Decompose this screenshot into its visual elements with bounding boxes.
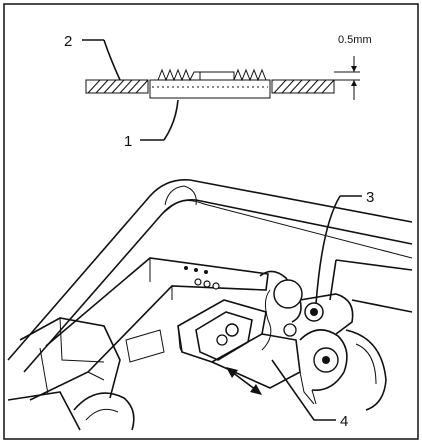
adjust-arrow-head-right xyxy=(250,384,262,395)
plate-hole-2 xyxy=(203,280,211,288)
bottom-left-pulley xyxy=(73,392,135,431)
feed-bracket-side xyxy=(177,325,183,353)
dimension-arrow-bottom-head xyxy=(351,80,357,86)
diagram-frame xyxy=(3,3,419,440)
adjust-arrow-shaft xyxy=(231,371,257,391)
left-bracket xyxy=(19,317,121,399)
leader-4-curve xyxy=(271,359,336,421)
cam-outline xyxy=(299,329,348,391)
plate-hole-1 xyxy=(194,278,202,286)
bed-tab xyxy=(164,185,197,206)
plate-dot-2 xyxy=(194,268,198,272)
machine-underside-view: 3 4 xyxy=(7,179,413,431)
right-plate-section xyxy=(271,79,335,94)
callout-3: 3 xyxy=(366,189,374,206)
adjust-arrow-head-left xyxy=(226,367,238,378)
underside-frame-details xyxy=(87,258,173,381)
feed-dog-body xyxy=(149,79,271,99)
leader-2-curve xyxy=(103,39,121,81)
left-plate-section xyxy=(85,79,149,94)
leader-3-curve xyxy=(315,195,341,305)
link-screw xyxy=(283,323,297,337)
callout-4: 4 xyxy=(340,413,348,430)
callout-1: 1 xyxy=(124,133,132,150)
feed-bracket-screw-1 xyxy=(225,323,239,337)
plate-dot-3 xyxy=(204,270,208,274)
wire-link xyxy=(261,289,272,351)
cam-wheel-center xyxy=(322,356,330,364)
dimension-gap-label: 0.5mm xyxy=(338,34,372,46)
shaft-hub xyxy=(273,279,303,309)
leader-1-curve xyxy=(163,99,179,141)
cross-section-detail: 0.5mm 2 1 xyxy=(64,33,372,150)
bed-rim xyxy=(161,200,413,259)
feed-dog-teeth-left xyxy=(157,68,201,82)
bottom-left-base xyxy=(7,391,81,431)
cam-arm-details xyxy=(299,371,317,405)
hook-disc-inner xyxy=(355,343,377,385)
left-plate-hatching xyxy=(87,79,149,94)
feed-bracket-face xyxy=(195,311,253,361)
plate-dot-1 xyxy=(184,266,188,270)
hook-disc xyxy=(345,329,387,411)
dimension-arrow-top-head xyxy=(351,66,357,72)
bed-outer-edge xyxy=(7,179,413,361)
plate-hole-3 xyxy=(212,282,220,290)
callout-2: 2 xyxy=(64,33,72,50)
shaft-collar xyxy=(299,293,354,335)
bottom-left-pulley-inner xyxy=(85,408,119,421)
feed-bracket-screw-2 xyxy=(216,334,228,346)
right-plate-hatching xyxy=(273,79,335,94)
right-housing xyxy=(329,259,413,313)
feed-dog-teeth-right xyxy=(233,68,267,82)
feed-dog-top-flat xyxy=(200,71,235,80)
left-bracket-inner xyxy=(39,317,105,395)
left-bracket-plate xyxy=(125,329,165,363)
set-screw-3-center xyxy=(310,308,318,316)
